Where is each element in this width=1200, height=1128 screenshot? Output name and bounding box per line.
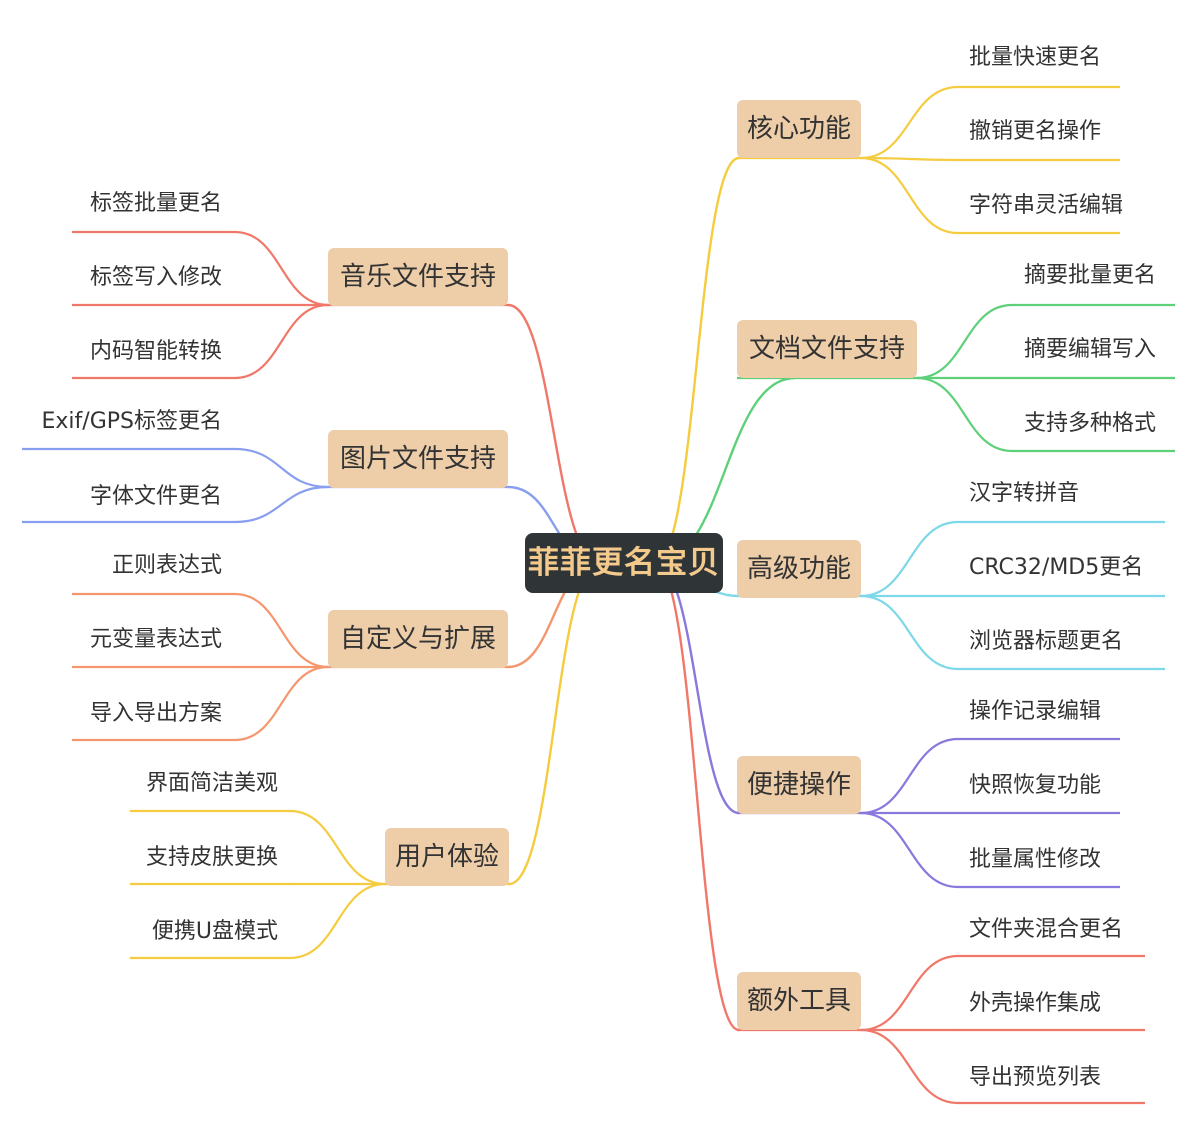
leaf-doc-2: 摘要编辑写入 bbox=[1024, 337, 1157, 362]
leaf-edge-adv-3 bbox=[859, 594, 960, 671]
root-node: 菲菲更名宝贝 bbox=[525, 533, 723, 593]
leaf-extra-3: 导出预览列表 bbox=[969, 1065, 1102, 1090]
leaf-image-2: 字体文件更名 bbox=[89, 484, 222, 509]
leaf-edge-quick-3 bbox=[859, 811, 960, 889]
branch-custom: 自定义与扩展 bbox=[328, 610, 508, 668]
leaf-quick-1: 操作记录编辑 bbox=[969, 699, 1102, 724]
branch-adv: 高级功能 bbox=[737, 540, 861, 598]
leaf-custom-3: 导入导出方案 bbox=[89, 701, 222, 726]
leaf-edge-extra-3 bbox=[859, 1028, 960, 1105]
leaf-core-1: 批量快速更名 bbox=[969, 45, 1102, 70]
branch-doc: 文档文件支持 bbox=[737, 320, 917, 378]
leaf-edge-extra-1 bbox=[859, 954, 960, 1032]
leaf-adv-2: CRC32/MD5更名 bbox=[969, 555, 1144, 580]
leaf-edge-quick-1 bbox=[859, 737, 960, 815]
branch-extra: 额外工具 bbox=[737, 972, 861, 1030]
leaf-core-3: 字符串灵活编辑 bbox=[969, 193, 1124, 218]
root-edge-quick bbox=[653, 561, 741, 815]
leaf-image-1: Exif/GPS标签更名 bbox=[41, 409, 222, 434]
leaf-extra-2: 外壳操作集成 bbox=[969, 991, 1102, 1016]
leaf-edge-core-2 bbox=[859, 156, 960, 162]
leaf-edge-core-3 bbox=[859, 156, 960, 235]
leaf-custom-2: 元变量表达式 bbox=[89, 627, 222, 652]
leaf-edge-music-1 bbox=[233, 230, 330, 307]
leaf-edge-doc-1 bbox=[915, 303, 1014, 380]
branch-image: 图片文件支持 bbox=[328, 430, 508, 488]
leaf-edge-music-3 bbox=[233, 303, 330, 380]
leaf-edge-ux-3 bbox=[288, 882, 387, 960]
leaf-edge-custom-3 bbox=[233, 665, 330, 742]
leaf-doc-1: 摘要批量更名 bbox=[1024, 263, 1157, 288]
leaf-edge-image-1 bbox=[233, 447, 330, 489]
leaf-quick-3: 批量属性修改 bbox=[969, 847, 1102, 872]
branch-quick: 便捷操作 bbox=[737, 756, 861, 814]
leaf-edge-adv-1 bbox=[859, 520, 960, 598]
leaf-adv-1: 汉字转拼音 bbox=[969, 481, 1080, 506]
leaf-adv-3: 浏览器标题更名 bbox=[969, 629, 1124, 654]
leaf-music-2: 标签写入修改 bbox=[89, 265, 222, 290]
leaf-core-2: 撤销更名操作 bbox=[969, 119, 1102, 144]
leaf-ux-1: 界面简洁美观 bbox=[145, 771, 278, 796]
branch-music: 音乐文件支持 bbox=[328, 248, 508, 306]
root-edge-extra bbox=[653, 561, 741, 1032]
leaf-edge-custom-1 bbox=[233, 592, 330, 669]
leaf-ux-3: 便携U盘模式 bbox=[151, 919, 278, 944]
leaf-doc-3: 支持多种格式 bbox=[1024, 411, 1157, 436]
leaf-custom-1: 正则表达式 bbox=[111, 553, 222, 578]
leaf-extra-1: 文件夹混合更名 bbox=[969, 917, 1124, 942]
leaf-edge-ux-1 bbox=[288, 809, 387, 886]
leaf-edge-image-2 bbox=[233, 485, 330, 524]
leaf-edge-core-1 bbox=[859, 85, 960, 160]
branch-ux: 用户体验 bbox=[385, 828, 509, 886]
leaf-ux-2: 支持皮肤更换 bbox=[145, 845, 278, 870]
leaf-music-1: 标签批量更名 bbox=[89, 191, 222, 216]
leaf-music-3: 内码智能转换 bbox=[89, 339, 222, 364]
leaf-quick-2: 快照恢复功能 bbox=[969, 773, 1102, 798]
leaf-edge-doc-3 bbox=[915, 376, 1014, 453]
branch-core: 核心功能 bbox=[737, 100, 861, 158]
root-edge-core bbox=[653, 156, 741, 565]
